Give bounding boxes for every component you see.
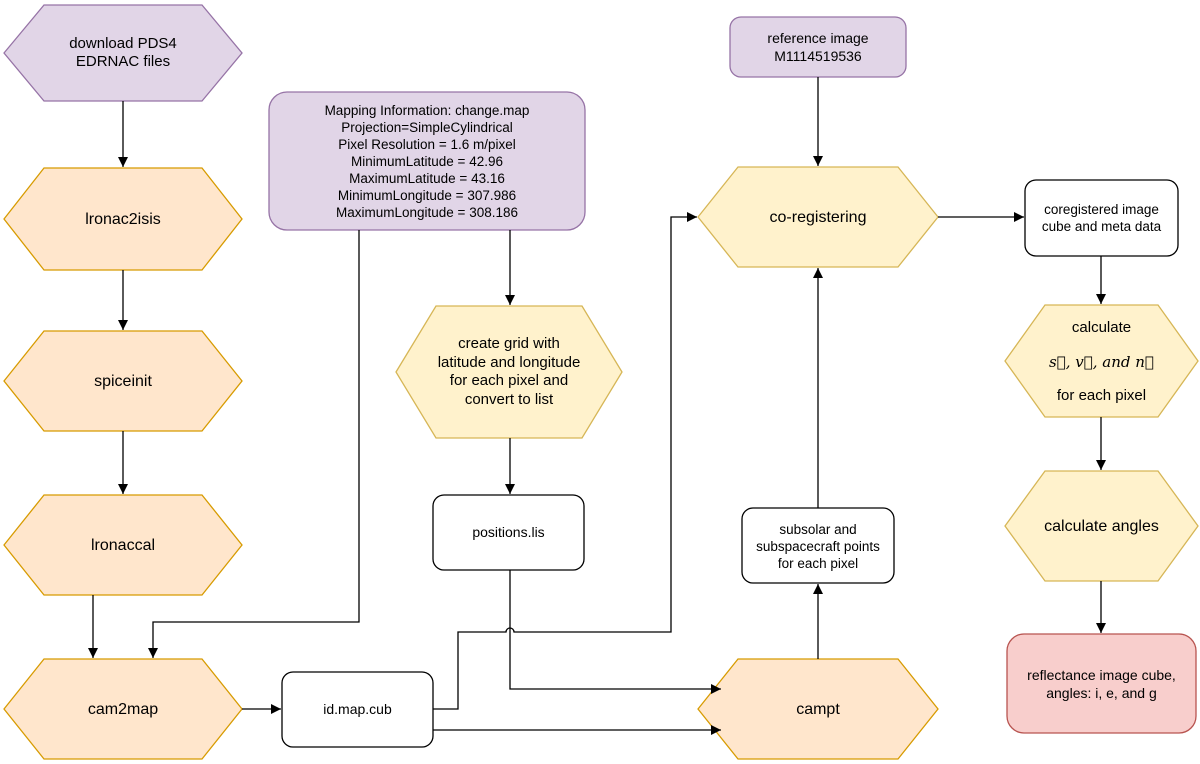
- node-cam2map-label: cam2map: [87, 700, 159, 718]
- node-coregistering-label: co-registering: [769, 208, 867, 226]
- lronac2isis-shape: [3, 167, 243, 271]
- download-shape: [3, 4, 243, 102]
- edge-positions-campt: [509, 570, 721, 694]
- node-positions-label: positions.lis: [472, 524, 545, 540]
- edge-mapping-cam2map: [148, 230, 360, 658]
- edge-idmap-coregistering: [433, 212, 697, 710]
- create-grid-shape: [395, 305, 623, 439]
- positions-shape: [432, 494, 585, 571]
- reflectance-shape: [1006, 633, 1197, 734]
- node-lronaccal-label: lronaccal: [90, 536, 156, 554]
- node-reflectance-label: reflectance image cube, angles: i, e, an…: [1027, 667, 1176, 701]
- node-spiceinit-label: spiceinit: [94, 372, 152, 390]
- node-download-label: download PDS4 EDRNAC files: [69, 34, 177, 71]
- node-create-grid-label: create grid with latitude and longitude …: [437, 335, 581, 408]
- node-calc-vectors-bottom-label: for each pixel: [1056, 386, 1147, 404]
- lronaccal-shape: [3, 494, 243, 596]
- node-campt-label: campt: [796, 700, 840, 718]
- spiceinit-shape: [3, 330, 243, 432]
- node-calc-angles-label: calculate angles: [1044, 517, 1159, 535]
- calc-vectors-shape: [1004, 304, 1199, 418]
- campt-shape: [697, 658, 939, 760]
- node-subsolar-label: subsolar and subspacecraft points for ea…: [756, 521, 880, 571]
- mapping-shape: [268, 91, 586, 231]
- node-coregistered-label: coregistered image cube and meta data: [1041, 202, 1162, 234]
- node-id-map-label: id.map.cub: [323, 701, 392, 717]
- node-calc-vectors-math-label: s⃗, v⃗, and n⃗: [1049, 353, 1154, 371]
- node-mapping-label: Mapping Information: change.map Projecti…: [324, 102, 530, 220]
- calc-angles-shape: [1004, 470, 1199, 582]
- node-calc-vectors-top-label: calculate: [1071, 318, 1132, 336]
- node-lronac2isis-label: lronac2isis: [85, 210, 161, 228]
- node-reference-label: reference image M1114519536: [767, 30, 869, 64]
